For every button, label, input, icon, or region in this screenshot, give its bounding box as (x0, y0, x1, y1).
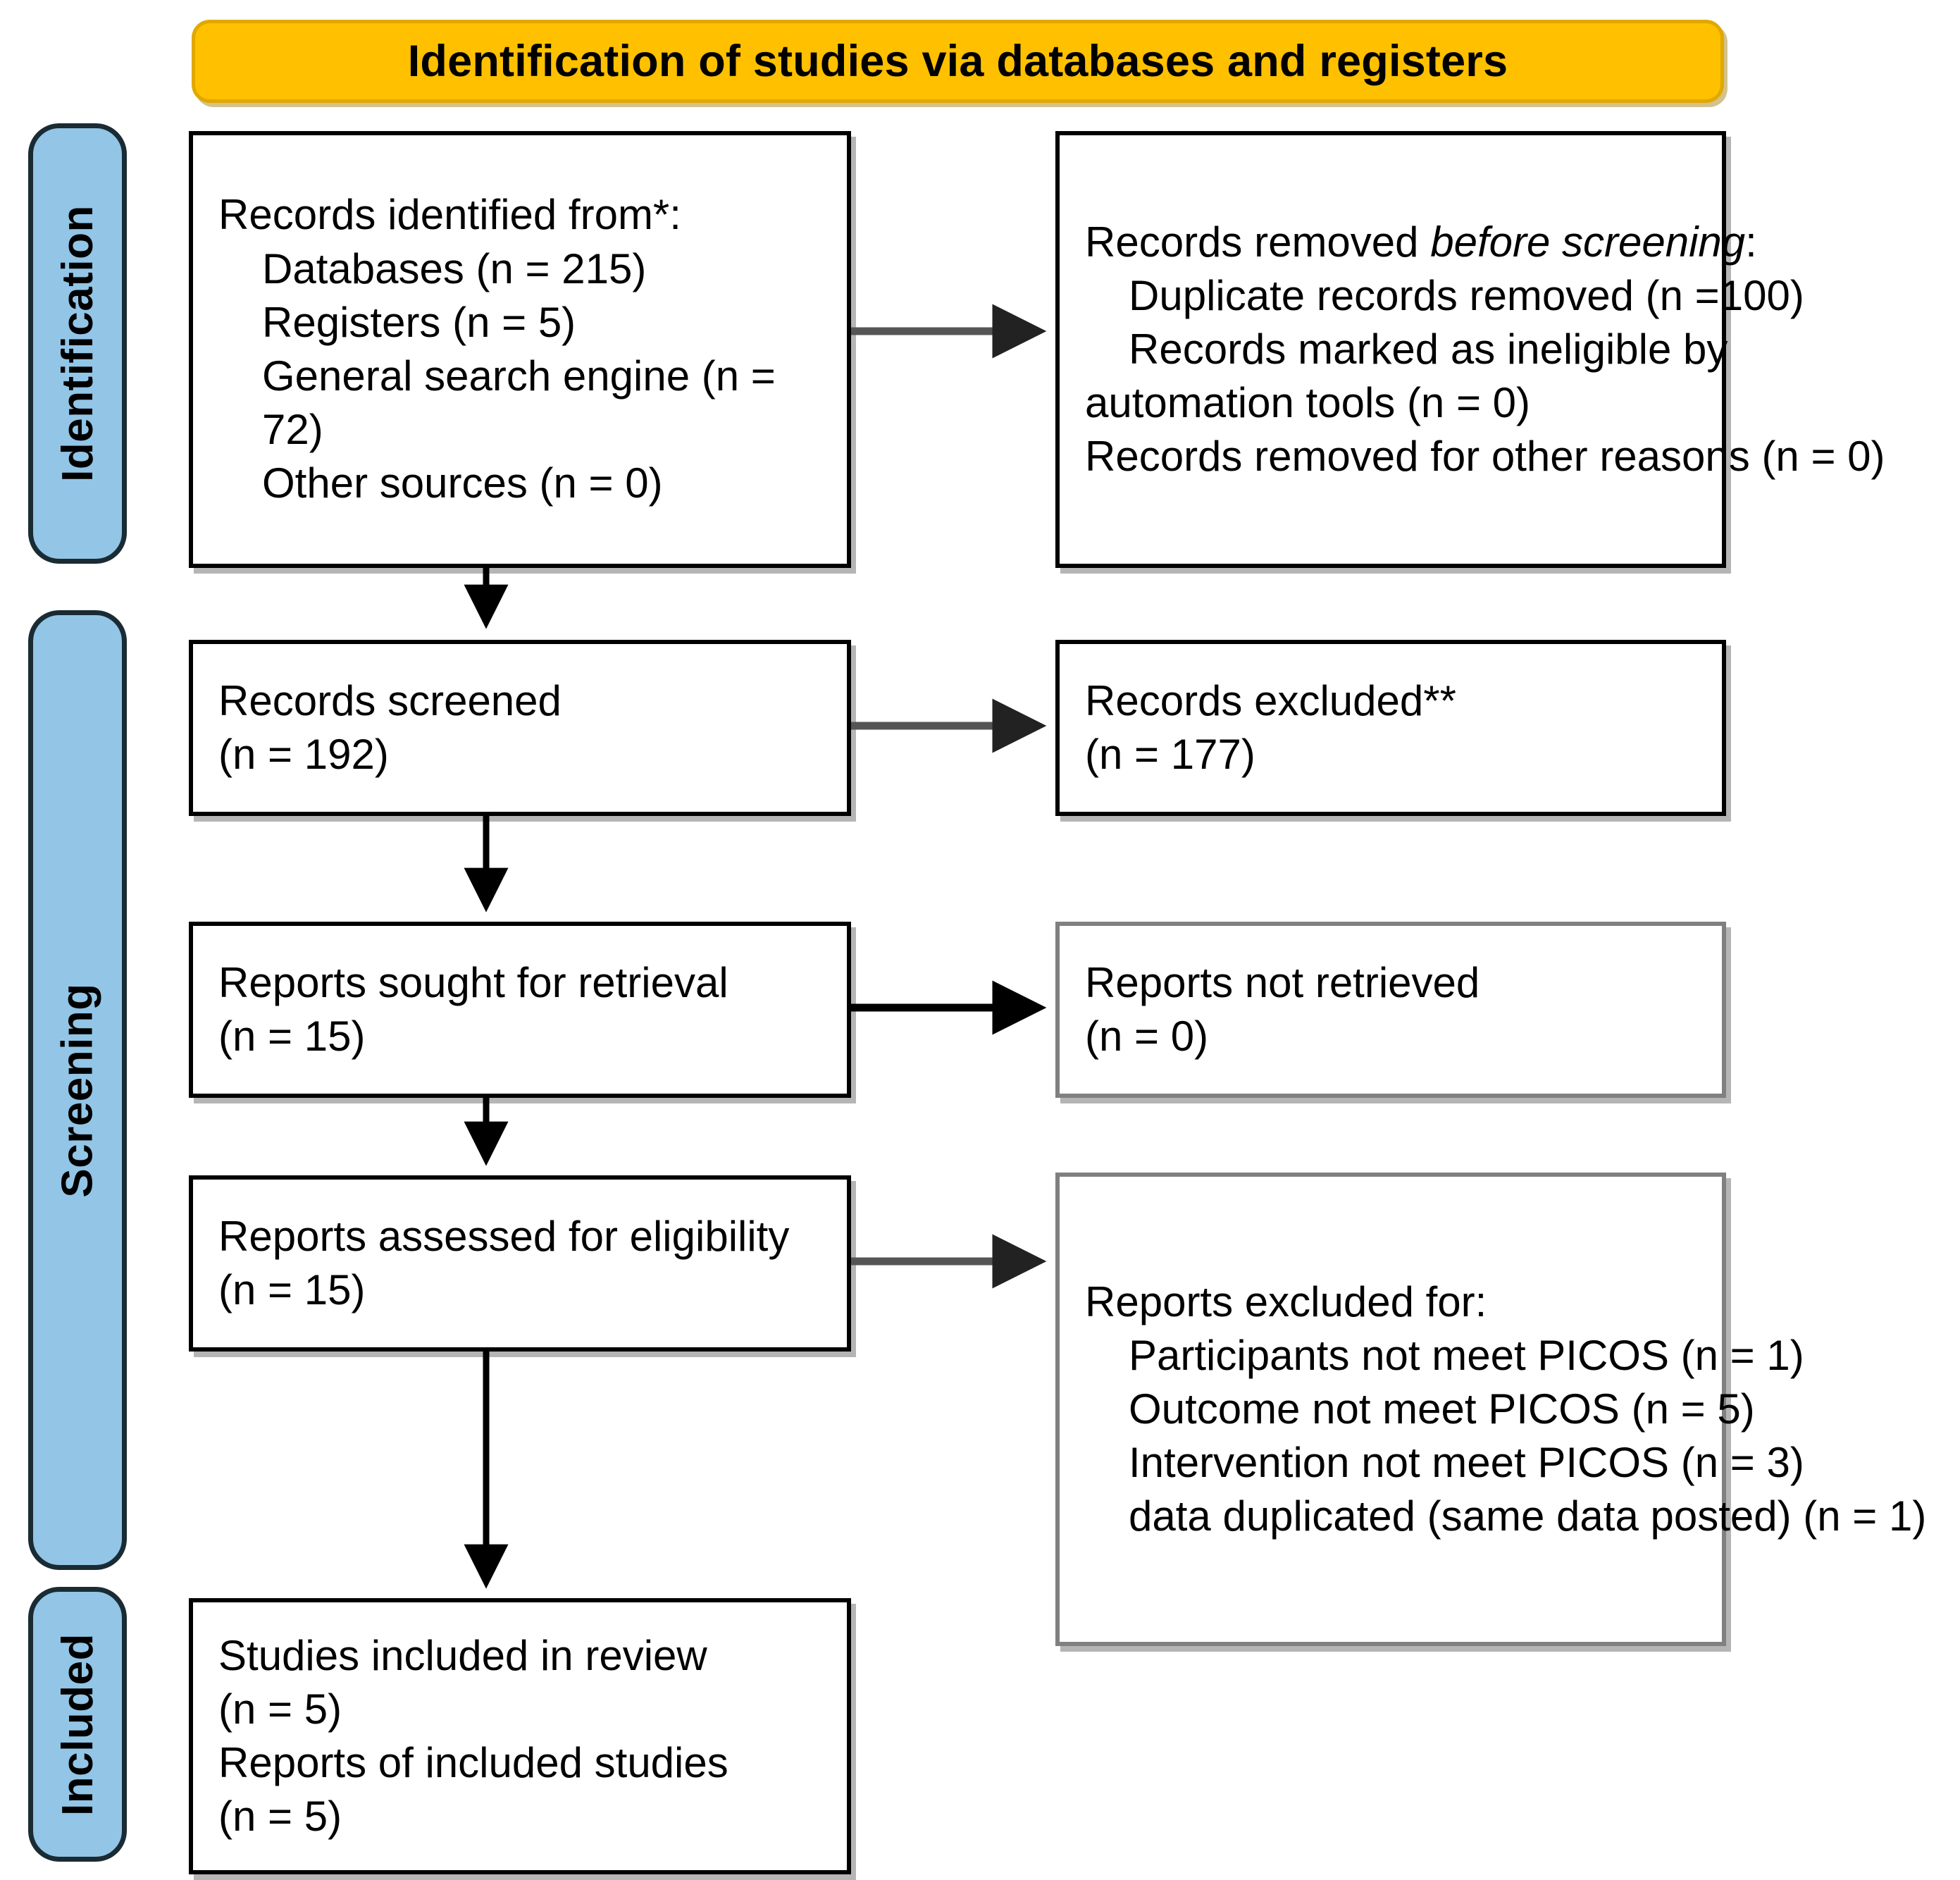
box-line: Outcome not meet PICOS (n = 5) (1129, 1385, 1755, 1433)
box-line: automation tools (n = 0) (1085, 379, 1531, 427)
box-line: Reports assessed for eligibility (218, 1212, 790, 1260)
box-line: Reports excluded for: (1085, 1278, 1487, 1325)
box-line: Records removed before screening: (1085, 216, 1757, 269)
box-line: (n = 5) (218, 1685, 342, 1733)
box-line: (n = 15) (218, 1013, 366, 1060)
box-records-identified: Records identified from*: Databases (n =… (189, 131, 851, 568)
box-line: Records screened (218, 676, 562, 724)
box-line: (n = 15) (218, 1266, 366, 1313)
box-line: (n = 177) (1085, 731, 1255, 778)
box-line: Databases (n = 215) (262, 245, 647, 292)
removed-lead-italic: before screening (1430, 218, 1746, 266)
box-line: Records marked as ineligible by (1129, 325, 1728, 373)
phase-bar-included: Included (28, 1587, 127, 1862)
box-line: Studies included in review (218, 1631, 707, 1679)
box-line: Records identified from*: (218, 191, 681, 239)
phase-bar-screening: Screening (28, 610, 127, 1570)
box-line: Records excluded** (1085, 676, 1456, 724)
section-header-title: Identification of studies via databases … (407, 37, 1508, 86)
box-line: Participants not meet PICOS (n = 1) (1129, 1331, 1804, 1379)
box-studies-included-in-review: Studies included in review (n = 5) Repor… (189, 1598, 851, 1874)
removed-lead-prefix: Records removed (1085, 218, 1431, 266)
box-records-screened: Records screened (n = 192) (189, 640, 851, 816)
box-line: (n = 0) (1085, 1013, 1209, 1060)
box-line: Other sources (n = 0) (262, 459, 663, 507)
phase-bar-identification: Identification (28, 123, 127, 564)
box-line: (n = 5) (218, 1793, 342, 1841)
section-header-identification: Identification of studies via databases … (192, 20, 1724, 103)
removed-lead-suffix: : (1745, 218, 1757, 266)
box-line: General search engine (n = (262, 352, 776, 400)
box-line: (n = 192) (218, 731, 389, 778)
box-reports-not-retrieved: Reports not retrieved (n = 0) (1055, 922, 1726, 1098)
box-reports-assessed-for-eligibility: Reports assessed for eligibility (n = 15… (189, 1175, 851, 1352)
box-line: Reports not retrieved (1085, 958, 1480, 1006)
box-line: Duplicate records removed (n =100) (1129, 271, 1804, 319)
box-records-removed-before-screening: Records removed before screening: Duplic… (1055, 131, 1885, 568)
box-line: Registers (n = 5) (262, 298, 576, 346)
box-reports-excluded-for: Reports excluded for: Participants not m… (1055, 1173, 1926, 1646)
box-reports-sought-for-retrieval: Reports sought for retrieval (n = 15) (189, 922, 851, 1098)
box-line: Reports of included studies (218, 1739, 728, 1786)
box-records-excluded: Records excluded** (n = 177) (1055, 640, 1726, 816)
box-line: Intervention not meet PICOS (n = 3) (1129, 1439, 1804, 1487)
box-line: Reports sought for retrieval (218, 958, 728, 1006)
box-line: 72) (262, 406, 323, 454)
